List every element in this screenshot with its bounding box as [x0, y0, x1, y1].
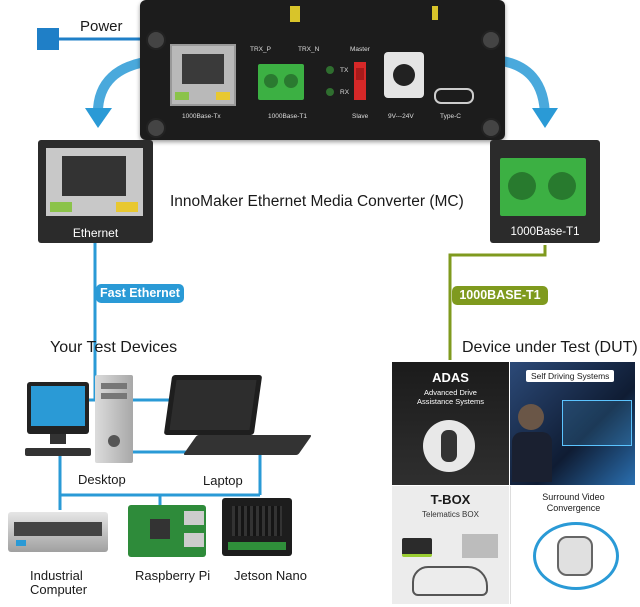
power-square — [37, 28, 59, 50]
dut-heading: Device under Test (DUT) — [462, 339, 638, 356]
jetson-label: Jetson Nano — [234, 568, 307, 583]
tx-led-icon — [326, 66, 334, 74]
voltage-label: 9V---24V — [388, 113, 414, 120]
t1-terminal — [258, 64, 304, 100]
raspberry-label: Raspberry Pi — [135, 568, 211, 583]
t1-terminal — [500, 158, 586, 216]
led-green — [175, 92, 189, 100]
typec-label: Type-C — [440, 113, 461, 120]
keyboard-icon — [25, 448, 91, 456]
screw-icon — [481, 30, 501, 50]
product-title: InnoMaker Ethernet Media Converter (MC) — [170, 193, 464, 210]
dc-jack — [384, 52, 424, 98]
surround-panel: Surround Video Convergence — [510, 486, 636, 604]
adas-panel: ADAS Advanced Drive Assistance Systems — [392, 362, 509, 485]
trx-p-label: TRX_P — [250, 46, 271, 53]
house-icon — [462, 534, 498, 558]
tbox-panel: T-BOX Telematics BOX — [392, 486, 509, 604]
fast-ethernet-badge: Fast Ethernet — [96, 284, 184, 303]
master-slave-switch — [354, 62, 366, 100]
rx-label: RX — [340, 89, 350, 96]
surround-label-1: Surround Video — [542, 492, 605, 502]
adas-sub-2: Assistance Systems — [416, 397, 485, 406]
screw-icon — [146, 118, 166, 138]
led-yellow — [216, 92, 230, 100]
laptop-keyboard — [182, 435, 313, 455]
pc-tower-icon — [95, 375, 133, 463]
tbox-device-icon — [402, 538, 432, 557]
t1-link-badge: 1000BASE-T1 — [452, 286, 548, 305]
car-top-icon — [557, 536, 593, 576]
your-devices-heading: Your Test Devices — [50, 339, 178, 356]
t1-port-label: 1000Base-T1 — [510, 226, 580, 238]
ethernet-panel: Ethernet — [38, 140, 153, 243]
desktop-label: Desktop — [78, 472, 126, 487]
monitor-stand — [50, 434, 66, 444]
adas-title: ADAS — [432, 370, 469, 385]
driver-figure — [518, 404, 544, 430]
laptop-label: Laptop — [203, 473, 243, 488]
port-tx-label: 1000Base-Tx — [182, 113, 221, 120]
industrial-computer-icon — [8, 512, 108, 552]
media-converter-device: 1000Base-Tx TRX_P TRX_N 1000Base-T1 TX R… — [140, 0, 505, 140]
laptop-icon — [163, 375, 263, 435]
led-green — [50, 202, 72, 212]
industrial-label-1: Industrial — [30, 568, 83, 583]
typec-port — [434, 88, 474, 104]
industrial-label-2: Computer — [30, 582, 88, 597]
trx-n-label: TRX_N — [298, 46, 320, 53]
tx-label: TX — [340, 67, 349, 74]
driver-body — [512, 432, 552, 482]
slave-label: Slave — [352, 113, 369, 120]
screw-icon — [146, 30, 166, 50]
surround-ring — [533, 522, 619, 590]
monitor-icon — [27, 382, 89, 434]
car-outline-icon — [412, 566, 488, 596]
raspberry-pi-icon — [128, 505, 206, 557]
label-sticker — [432, 6, 438, 20]
self-driving-label: Self Driving Systems — [526, 370, 615, 382]
led-yellow — [116, 202, 138, 212]
port-t1-label: 1000Base-T1 — [268, 113, 308, 120]
power-label: Power — [80, 18, 123, 35]
master-label: Master — [350, 46, 370, 53]
ethernet-label: Ethernet — [72, 226, 119, 240]
t1-panel: 1000Base-T1 — [490, 140, 600, 243]
rx-led-icon — [326, 88, 334, 96]
rj45-port — [170, 44, 236, 106]
self-driving-panel: Self Driving Systems — [510, 362, 635, 485]
tbox-sub: Telematics BOX — [422, 510, 479, 519]
hud-display — [562, 400, 632, 446]
car-radar-icon — [423, 420, 475, 472]
tbox-title: T-BOX — [430, 492, 471, 507]
jetson-nano-icon — [222, 498, 292, 556]
screw-icon — [481, 118, 501, 138]
adas-sub-1: Advanced Drive — [424, 388, 477, 397]
label-sticker — [290, 6, 300, 22]
rj45-port — [46, 148, 143, 216]
surround-label-2: Convergence — [546, 503, 601, 513]
